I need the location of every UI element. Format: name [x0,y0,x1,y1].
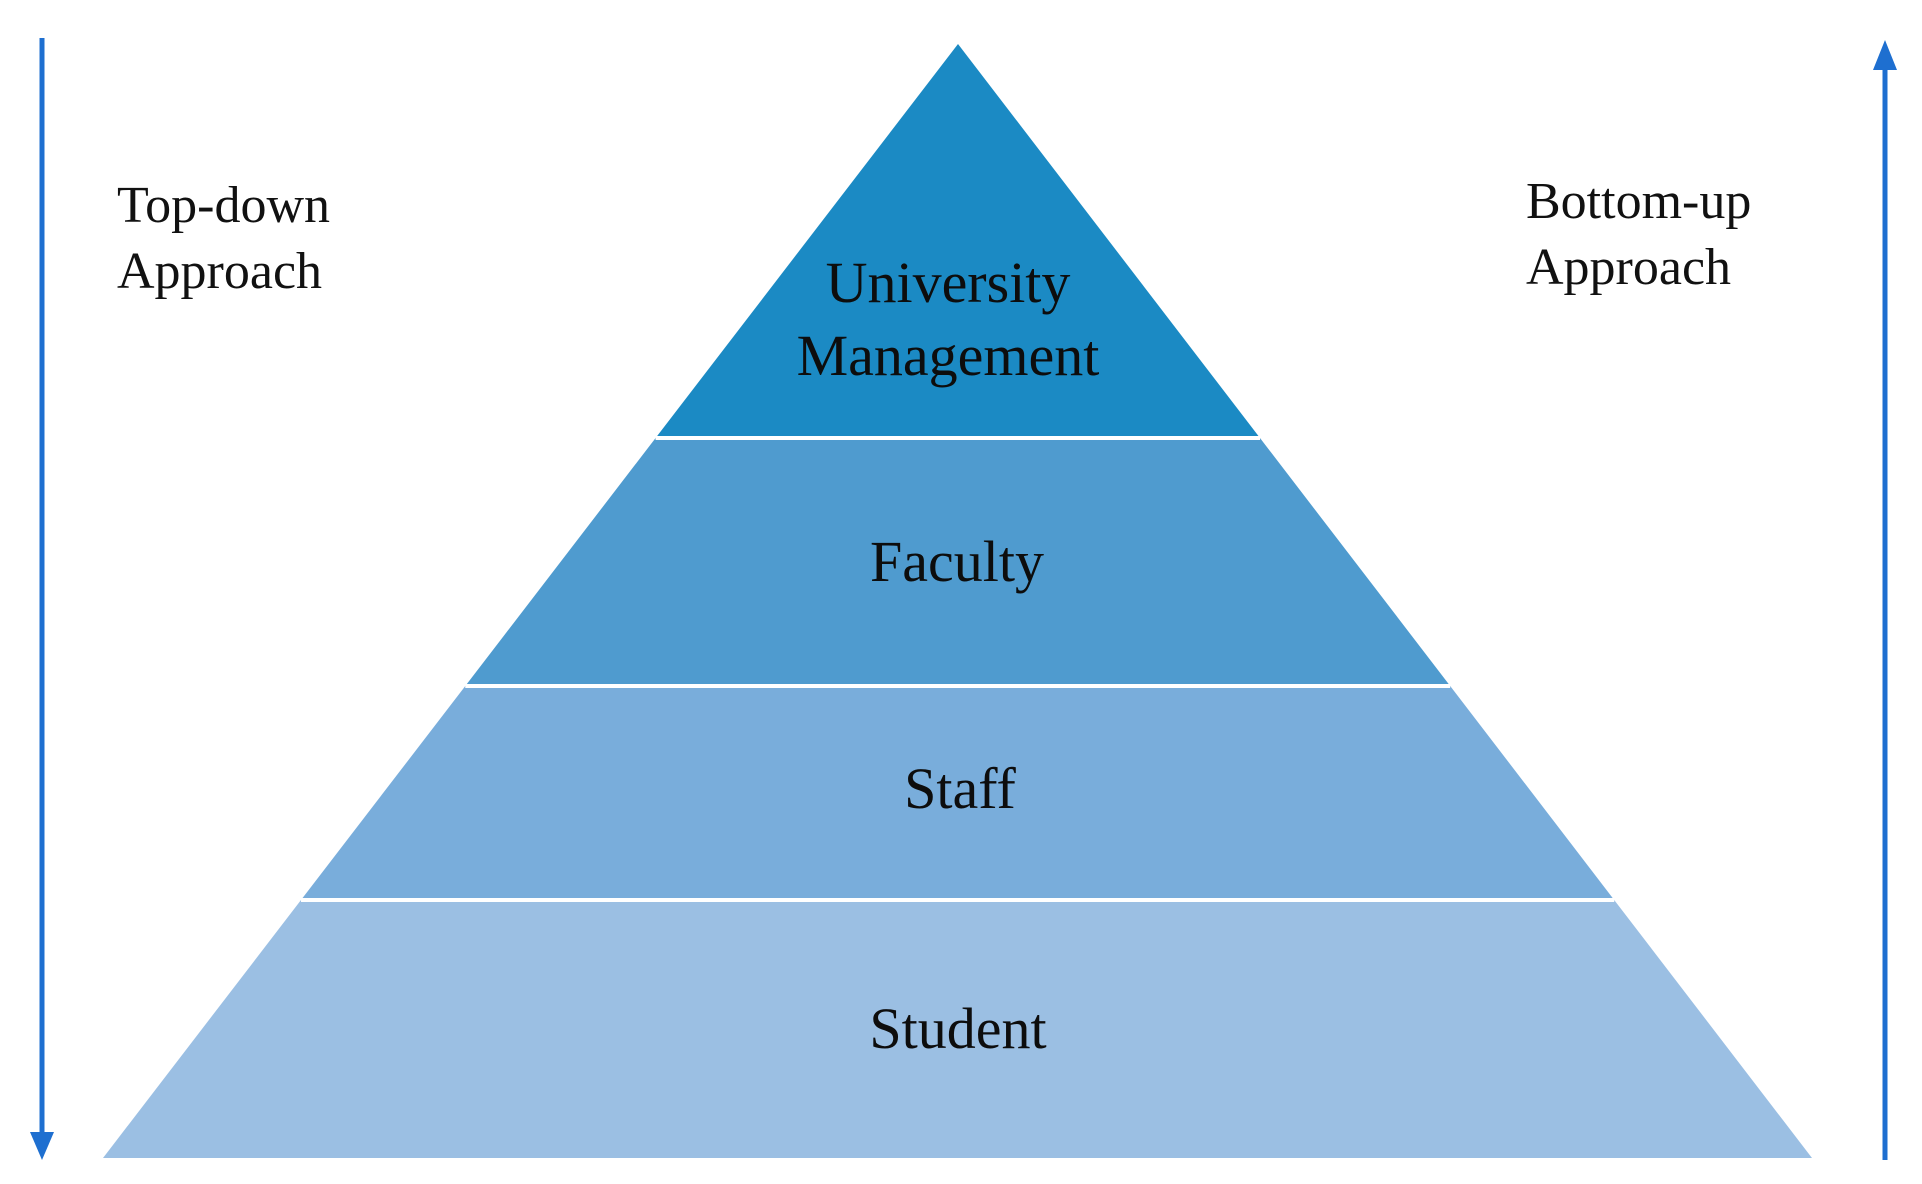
bottom-up-approach-label: Bottom-up Approach [1526,169,1751,301]
tier-university-management [655,44,1260,438]
tier-label-university: University [826,250,1071,315]
up-arrow-icon [1873,40,1897,1160]
top-down-approach-label: Top-down Approach [117,173,330,305]
top-down-label-line2: Approach [117,243,323,300]
down-arrow-icon [30,38,54,1160]
tier-label-student: Student [869,996,1046,1061]
tier-label-management: Management [797,323,1100,388]
tier-student [103,900,1812,1158]
tier-staff [301,686,1615,900]
top-down-label-line1: Top-down [117,177,331,234]
bottom-up-label-line1: Bottom-up [1526,173,1752,230]
tier-faculty [465,438,1451,686]
tier-label-staff: Staff [904,756,1016,821]
tier-label-faculty: Faculty [870,529,1044,594]
bottom-up-label-line2: Approach [1526,239,1732,296]
